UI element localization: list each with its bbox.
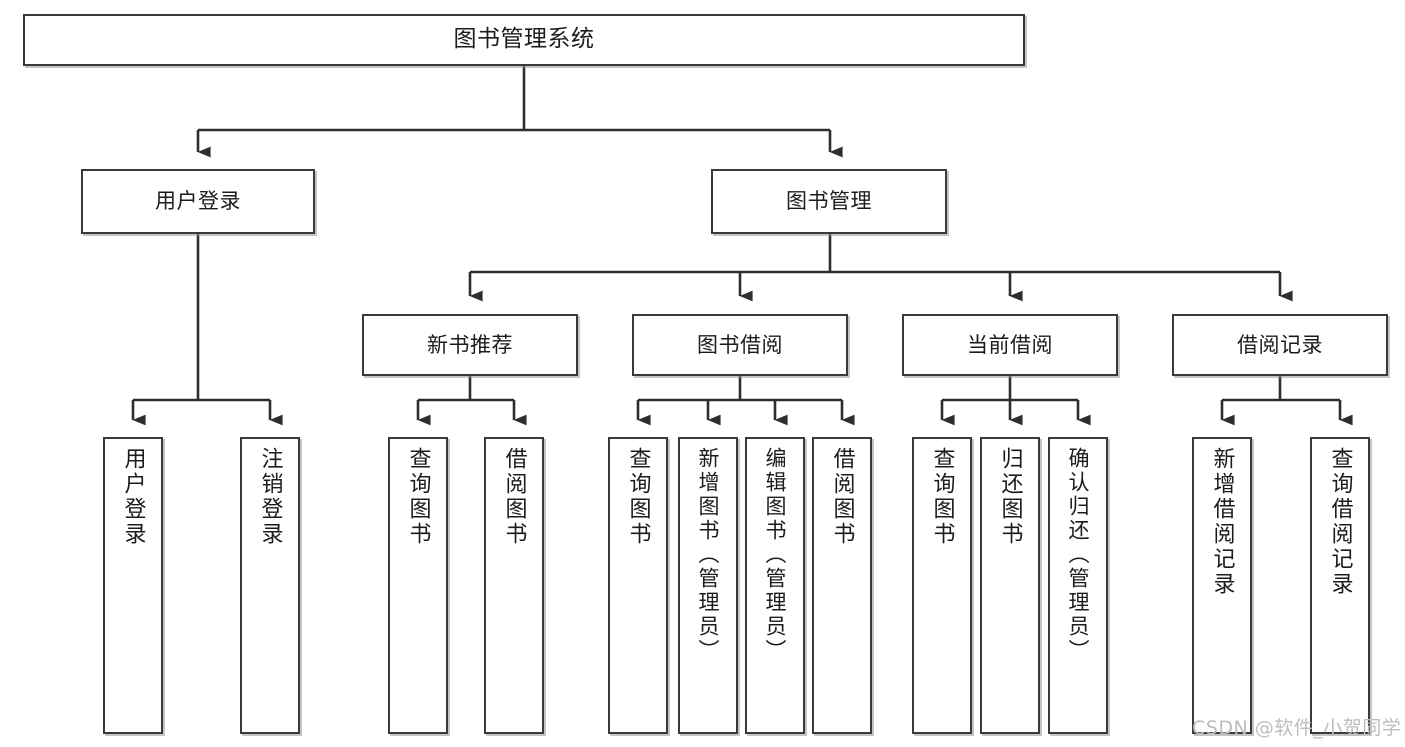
node-current-borrow[interactable]: 当前借阅 — [902, 314, 1118, 376]
node-label: 借阅图书 — [501, 447, 527, 547]
node-label: 新书推荐 — [427, 332, 513, 357]
node-label: 查询借阅记录 — [1327, 447, 1353, 597]
node-book-management[interactable]: 图书管理 — [711, 169, 947, 234]
node-leaf-logout-login[interactable]: 注销登录 — [240, 437, 300, 734]
node-label: 查询图书 — [625, 447, 651, 547]
node-label: 借阅图书 — [829, 447, 855, 547]
node-label: 图书管理系统 — [453, 26, 595, 53]
node-leaf-user-login[interactable]: 用户登录 — [103, 437, 163, 734]
node-label: 查询图书 — [929, 447, 955, 547]
node-leaf-query-book-2[interactable]: 查询图书 — [608, 437, 668, 734]
node-leaf-add-record[interactable]: 新增借阅记录 — [1192, 437, 1252, 734]
node-leaf-edit-book[interactable]: 编辑图书（管理员） — [745, 437, 805, 734]
node-root-system[interactable]: 图书管理系统 — [23, 14, 1025, 66]
node-user-login[interactable]: 用户登录 — [81, 169, 315, 234]
node-label: 新增借阅记录 — [1209, 447, 1235, 597]
node-label: 用户登录 — [120, 447, 146, 547]
node-leaf-query-book-1[interactable]: 查询图书 — [388, 437, 448, 734]
node-leaf-borrow-book-2[interactable]: 借阅图书 — [812, 437, 872, 734]
node-leaf-return-book[interactable]: 归还图书 — [980, 437, 1040, 734]
node-label: 编辑图书（管理员） — [763, 447, 788, 663]
node-label: 归还图书 — [997, 447, 1023, 547]
node-label: 新增图书（管理员） — [696, 447, 721, 663]
node-label: 当前借阅 — [967, 332, 1053, 357]
node-label: 用户登录 — [155, 189, 241, 214]
csdn-watermark: CSDN @软件_小贺同学 — [1192, 717, 1402, 739]
node-label: 借阅记录 — [1237, 332, 1323, 357]
node-borrow-record[interactable]: 借阅记录 — [1172, 314, 1388, 376]
node-leaf-borrow-book-1[interactable]: 借阅图书 — [484, 437, 544, 734]
node-label: 确认归还（管理员） — [1066, 447, 1091, 663]
node-book-borrow[interactable]: 图书借阅 — [632, 314, 848, 376]
node-leaf-confirm-return[interactable]: 确认归还（管理员） — [1048, 437, 1108, 734]
node-new-book-recommend[interactable]: 新书推荐 — [362, 314, 578, 376]
node-label: 图书管理 — [786, 189, 872, 214]
node-leaf-query-book-3[interactable]: 查询图书 — [912, 437, 972, 734]
node-leaf-add-book[interactable]: 新增图书（管理员） — [678, 437, 738, 734]
node-label: 图书借阅 — [697, 332, 783, 357]
node-leaf-query-record[interactable]: 查询借阅记录 — [1310, 437, 1370, 734]
node-label: 查询图书 — [405, 447, 431, 547]
node-label: 注销登录 — [257, 447, 283, 547]
